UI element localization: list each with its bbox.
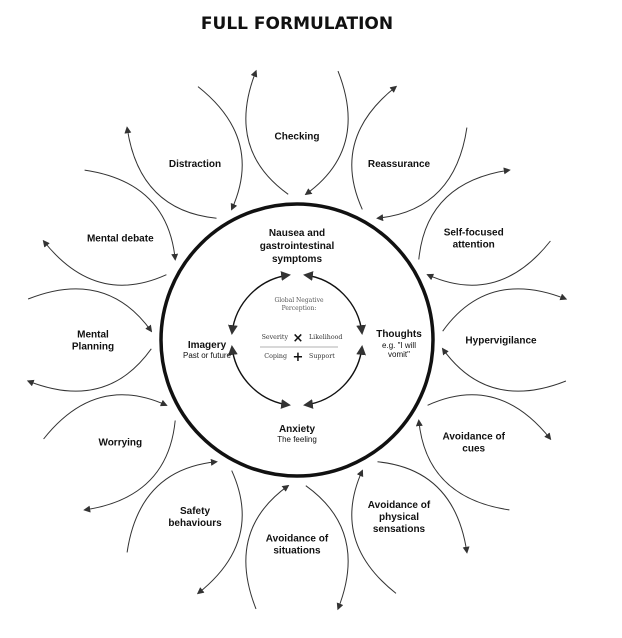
petal-arrow-in [441, 347, 567, 392]
petal-label-avoidance-of-cues-1: Avoidance of [442, 432, 505, 443]
petal-label-mental-debate-1: Mental debate [87, 234, 154, 245]
diagram-title: FULL FORMULATION [201, 14, 393, 34]
petal-label-checking-1: Checking [274, 132, 319, 143]
petal-arrow-in [351, 469, 397, 594]
petal-label-worrying-1: Worrying [98, 438, 142, 449]
anxiety-label: Anxiety [279, 424, 316, 435]
petal-arrow-out [442, 288, 568, 332]
petal-label-avoidance-of-situations-1: Avoidance of [266, 534, 329, 545]
petal-arrow-in [27, 288, 153, 333]
petal-label-safety-behaviours-2: behaviours [168, 518, 222, 529]
cycle-arrow-bottom-left [228, 345, 291, 409]
petal-worrying: Worrying [43, 394, 176, 513]
imagery-label: Imagery [188, 340, 227, 351]
petal-arrow-out [124, 126, 217, 219]
petal-label-reassurance-1: Reassurance [368, 159, 431, 170]
petal-label-avoidance-of-physical-sensations-1: Avoidance of [368, 500, 431, 511]
petal-checking: Checking [245, 69, 349, 196]
thoughts-node: Thoughts e.g. "I will vomit" [376, 329, 422, 359]
thoughts-sub-line-1: e.g. "I will [382, 341, 416, 350]
petal-arrow-out [26, 348, 152, 392]
petal-label-avoidance-of-situations-2: situations [273, 546, 321, 557]
petal-arrow-out [377, 461, 470, 554]
cycle-arrow-bottom-right [303, 345, 366, 409]
petal-label-self-focused-attention-2: attention [453, 240, 495, 251]
petal-arrow-in [197, 86, 243, 211]
petal-hypervigilance: Hypervigilance [441, 288, 568, 392]
petal-reassurance: Reassurance [351, 85, 468, 222]
anxiety-sub: The feeling [277, 435, 317, 444]
petal-arrow-in [126, 458, 218, 553]
petal-arrow-out [305, 485, 349, 611]
symptoms-line-2: gastrointestinal [260, 241, 335, 252]
symptoms-line-1: Nausea and [269, 228, 325, 239]
petal-label-avoidance-of-cues-2: cues [462, 444, 485, 455]
symptoms-node: Nausea and gastrointestinal symptoms [260, 228, 335, 265]
likelihood-label: Likelihood [309, 334, 342, 341]
petal-arrow-out [245, 69, 289, 195]
anxiety-node: Anxiety The feeling [277, 424, 317, 444]
coping-label: Coping [264, 353, 287, 360]
imagery-node: Imagery Past or future [183, 340, 232, 360]
inner-cycle [228, 271, 366, 409]
symptoms-line-3: symptoms [272, 254, 322, 265]
petal-label-avoidance-of-physical-sensations-3: sensations [373, 524, 426, 535]
petal-label-mental-planning-2: Planning [72, 342, 114, 353]
petal-arrow-in [245, 484, 290, 610]
petal-arrow-in [84, 169, 179, 261]
petal-arrow-in [415, 419, 510, 511]
support-label: Support [309, 353, 335, 360]
severity-label: Severity [262, 334, 289, 341]
petal-arrow-in [43, 394, 168, 440]
petal-arrow-out [418, 167, 511, 260]
petal-label-distraction-1: Distraction [169, 159, 221, 170]
petal-arrow-out [42, 239, 167, 286]
plus-sign: + [293, 350, 304, 365]
petal-arrow-in [426, 240, 551, 286]
times-sign: × [293, 331, 304, 346]
perception-heading-line-2: Perception: [282, 305, 317, 312]
petal-label-safety-behaviours-1: Safety [180, 506, 210, 517]
petal-arrow-out [351, 85, 398, 210]
petal-ring: CheckingReassuranceSelf-focusedattention… [26, 69, 568, 611]
perception-heading-line-1: Global Negative [274, 297, 324, 304]
petal-label-hypervigilance-1: Hypervigilance [465, 336, 537, 347]
petal-arrow-out [427, 394, 552, 441]
petal-arrow-in [304, 70, 349, 196]
petal-label-self-focused-attention-1: Self-focused [444, 228, 504, 239]
imagery-sub: Past or future [183, 351, 232, 360]
petal-label-avoidance-of-physical-sensations-2: physical [379, 512, 419, 523]
petal-arrow-out [196, 470, 243, 595]
global-negative-perception: Global Negative Perception: Severity × L… [260, 297, 342, 365]
thoughts-sub-line-2: vomit" [388, 350, 410, 359]
cycle-arrow-top-left [228, 271, 291, 335]
cycle-arrow-top-right [303, 271, 366, 335]
petal-label-mental-planning-1: Mental [77, 330, 109, 341]
outer-circle [159, 202, 435, 478]
petal-arrow-in [376, 127, 468, 222]
petal-mental-debate: Mental debate [42, 169, 179, 286]
thoughts-label: Thoughts [376, 329, 422, 340]
petal-arrow-out [83, 420, 176, 513]
petal-distraction: Distraction [124, 86, 243, 219]
